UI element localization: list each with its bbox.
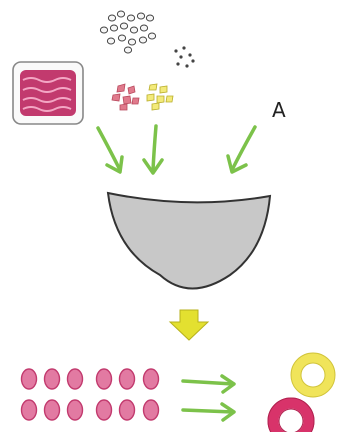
green-arrow-icon xyxy=(228,127,255,172)
seed-icon xyxy=(117,11,124,17)
pepper-dots-icon xyxy=(174,46,194,67)
green-arrow-icon xyxy=(144,126,162,173)
seed-icon xyxy=(140,25,147,31)
seed-icon xyxy=(139,37,146,43)
seeds-icon xyxy=(100,11,155,53)
seed-icon xyxy=(110,25,117,31)
meatball-icon xyxy=(97,400,112,420)
meatball-icon xyxy=(45,400,60,420)
red-ring xyxy=(268,398,314,432)
seed-icon xyxy=(128,39,135,45)
meatball-icon xyxy=(45,369,60,389)
yellow-chunks-icon xyxy=(147,84,173,110)
green-arrow-icon xyxy=(183,404,234,420)
green-arrow-icon xyxy=(98,128,122,172)
down-arrow-icon xyxy=(170,310,208,340)
seed-icon xyxy=(148,33,155,39)
seed-icon xyxy=(108,15,115,21)
seed-icon xyxy=(130,27,137,33)
seed-icon xyxy=(120,23,127,29)
meatball-icon xyxy=(22,400,37,420)
seed-icon xyxy=(118,35,125,41)
bowl-icon xyxy=(108,193,270,289)
seed-icon xyxy=(124,47,131,53)
red-chunks-icon xyxy=(112,84,139,110)
yellow-ring xyxy=(291,353,335,397)
seed-icon xyxy=(137,13,144,19)
meatball-icon xyxy=(144,400,159,420)
meatball-icon xyxy=(144,369,159,389)
green-arrow-icon xyxy=(183,376,234,392)
meatball-group xyxy=(22,369,159,420)
meatball-icon xyxy=(68,369,83,389)
figure-label: A xyxy=(272,98,286,122)
meatball-icon xyxy=(120,369,135,389)
seed-icon xyxy=(107,38,114,44)
meat-tray-icon xyxy=(13,62,83,124)
seed-icon xyxy=(146,15,153,21)
seed-icon xyxy=(100,27,107,33)
meatball-icon xyxy=(68,400,83,420)
meatball-icon xyxy=(120,400,135,420)
meatball-icon xyxy=(22,369,37,389)
meatball-icon xyxy=(97,369,112,389)
seed-icon xyxy=(127,15,134,21)
